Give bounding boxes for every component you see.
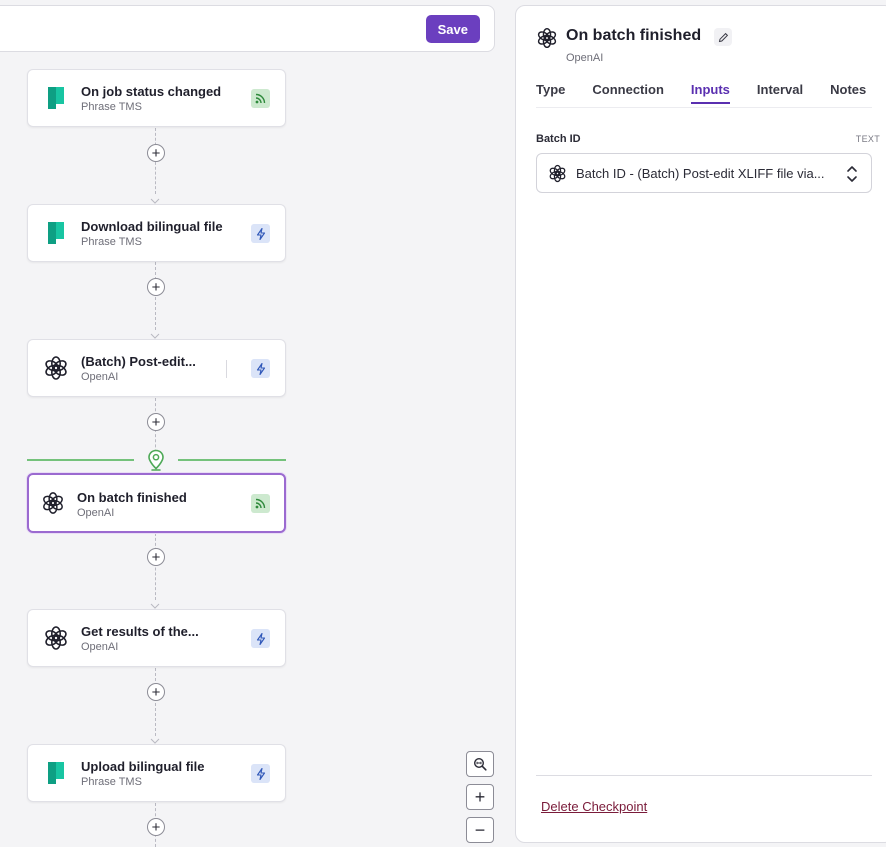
zoom-out-button[interactable]: − xyxy=(466,817,494,843)
checkpoint-line xyxy=(178,459,286,461)
flow-canvas[interactable]: + + + + + + On job status changed Phrase… xyxy=(0,60,510,847)
rss-icon xyxy=(251,89,270,108)
edit-title-button[interactable] xyxy=(714,28,732,46)
add-step-button[interactable]: + xyxy=(147,144,165,162)
node-app: OpenAI xyxy=(81,641,119,653)
panel-title: On batch finished xyxy=(566,27,702,44)
node-app: Phrase TMS xyxy=(81,101,142,113)
lightning-icon xyxy=(251,629,270,648)
node-app: Phrase TMS xyxy=(81,776,142,788)
lightning-icon xyxy=(251,764,270,783)
connector-line xyxy=(155,533,156,600)
arrow-down-icon xyxy=(150,738,160,744)
add-step-button[interactable]: + xyxy=(147,548,165,566)
phrase-logo-icon xyxy=(42,219,70,247)
add-step-button[interactable]: + xyxy=(147,818,165,836)
chevron-up-down-icon xyxy=(847,166,857,182)
flow-node-card[interactable]: Download bilingual file Phrase TMS xyxy=(27,204,286,262)
add-step-button[interactable]: + xyxy=(147,683,165,701)
tab-interval[interactable]: Interval xyxy=(756,82,804,97)
tab-connection[interactable]: Connection xyxy=(592,82,664,97)
divider xyxy=(226,360,227,378)
node-title: Upload bilingual file xyxy=(81,759,205,774)
node-title: On job status changed xyxy=(81,84,222,99)
tab-type[interactable]: Type xyxy=(536,82,566,97)
checkpoint-pin-icon[interactable] xyxy=(146,449,166,471)
field-type-tag: TEXT xyxy=(855,134,880,144)
save-button[interactable]: Save xyxy=(425,15,480,43)
node-title: Download bilingual file xyxy=(81,219,223,234)
panel-tabs: Type Connection Inputs Interval Notes xyxy=(536,82,886,104)
pencil-icon xyxy=(718,32,728,42)
openai-logo-icon xyxy=(537,27,557,49)
openai-logo-icon xyxy=(39,489,67,517)
panel-footer-divider xyxy=(536,775,872,776)
add-step-button[interactable]: + xyxy=(147,413,165,431)
delete-checkpoint-link[interactable]: Delete Checkpoint xyxy=(541,799,648,814)
node-app: Phrase TMS xyxy=(81,236,142,248)
checkpoint-line xyxy=(27,459,134,461)
flow-node-card[interactable]: Get results of the... OpenAI xyxy=(27,609,286,667)
node-app: OpenAI xyxy=(77,507,115,519)
add-step-button[interactable]: + xyxy=(147,278,165,296)
phrase-logo-icon xyxy=(42,84,70,112)
batch-id-label: Batch ID xyxy=(536,133,581,145)
flow-node-card[interactable]: Upload bilingual file Phrase TMS xyxy=(27,744,286,802)
arrow-down-icon xyxy=(150,333,160,339)
lightning-icon xyxy=(251,224,270,243)
node-title: On batch finished xyxy=(77,490,187,505)
node-title: Get results of the... xyxy=(81,624,199,639)
lightning-icon xyxy=(251,359,270,378)
openai-logo-icon xyxy=(549,164,566,183)
node-settings-panel: On batch finished OpenAI Type Connection… xyxy=(515,5,886,843)
zoom-in-button[interactable]: + xyxy=(466,784,494,810)
node-app: OpenAI xyxy=(81,371,119,383)
flow-toolbar: Save xyxy=(0,5,495,52)
tabs-divider xyxy=(536,107,872,108)
node-title: (Batch) Post-edit... xyxy=(81,354,196,369)
arrow-down-icon xyxy=(150,198,160,204)
connector-line xyxy=(155,262,156,330)
connector-line xyxy=(155,398,156,468)
openai-logo-icon xyxy=(42,354,70,382)
flow-node-card-selected[interactable]: On batch finished OpenAI xyxy=(27,473,286,533)
batch-id-value: Batch ID - (Batch) Post-edit XLIFF file … xyxy=(576,166,825,181)
arrow-down-icon xyxy=(150,603,160,609)
batch-id-select[interactable]: Batch ID - (Batch) Post-edit XLIFF file … xyxy=(536,153,872,193)
rss-icon xyxy=(251,494,270,513)
zoom-fit-icon xyxy=(473,757,487,771)
tab-notes[interactable]: Notes xyxy=(830,82,867,97)
fit-view-button[interactable] xyxy=(466,751,494,777)
panel-subtitle: OpenAI xyxy=(566,52,604,64)
connector-line xyxy=(155,668,156,736)
flow-node-card[interactable]: On job status changed Phrase TMS xyxy=(27,69,286,127)
flow-node-card[interactable]: (Batch) Post-edit... OpenAI xyxy=(27,339,286,397)
openai-logo-icon xyxy=(42,624,70,652)
phrase-logo-icon xyxy=(42,759,70,787)
tab-inputs[interactable]: Inputs xyxy=(690,82,730,104)
